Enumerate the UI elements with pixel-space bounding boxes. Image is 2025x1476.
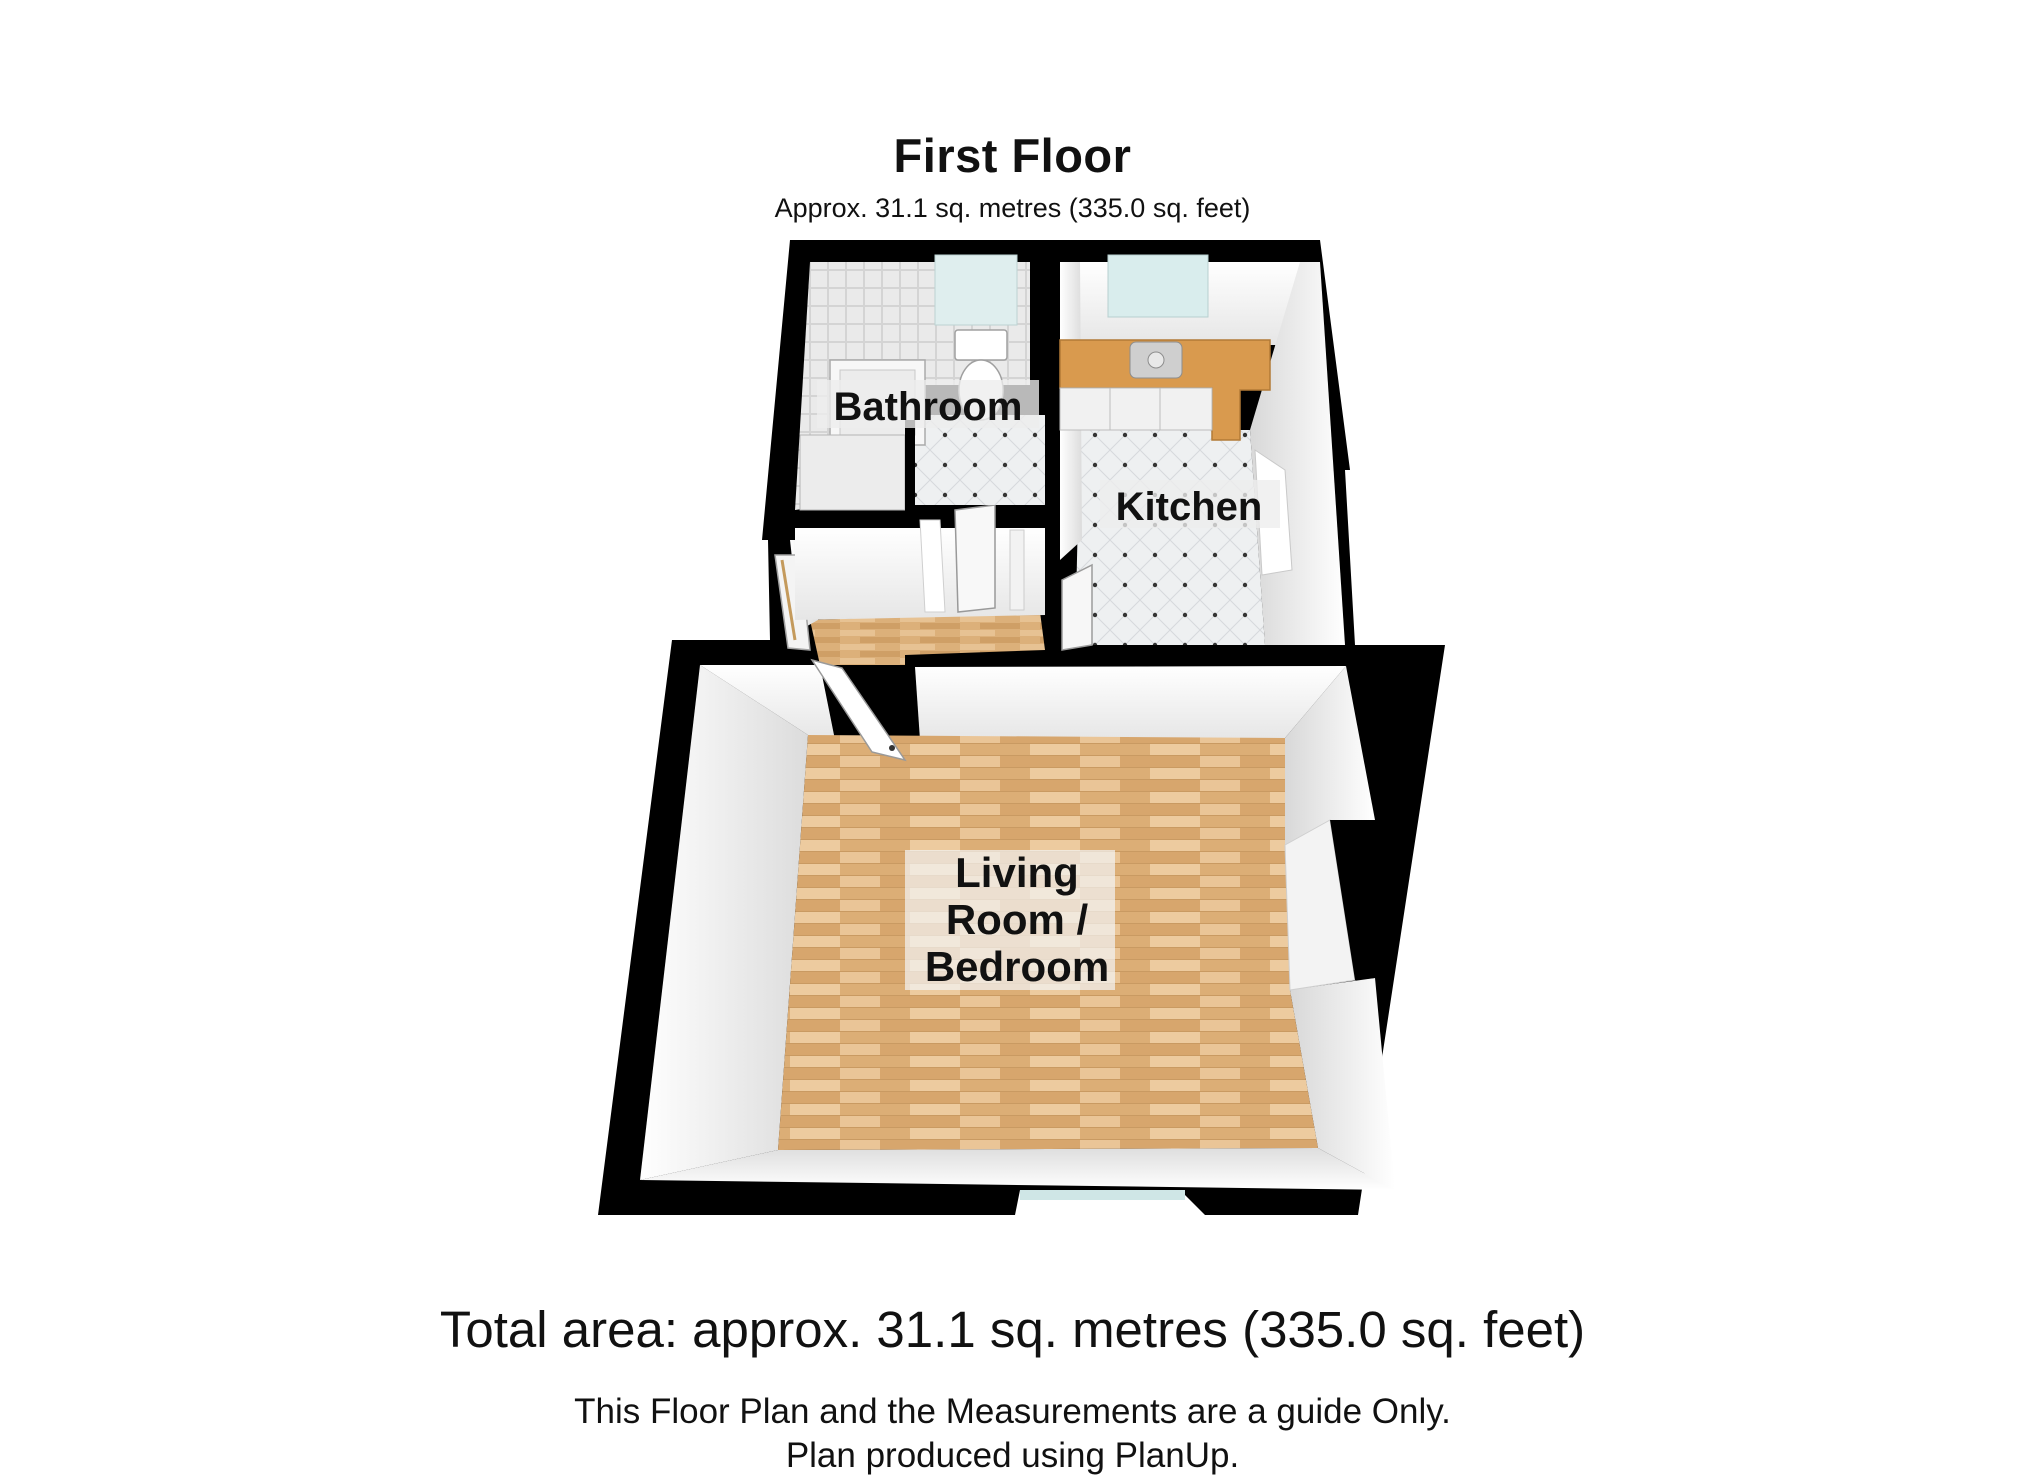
shower xyxy=(799,434,906,511)
floor-area-subtitle: Approx. 31.1 sq. metres (335.0 sq. feet) xyxy=(774,193,1251,223)
window-bottom xyxy=(1020,1190,1185,1200)
kitchen xyxy=(1059,254,1345,651)
kitchen-window xyxy=(1107,254,1209,318)
living-wall-left xyxy=(640,665,808,1180)
cupboard xyxy=(795,504,1045,620)
total-area: Total area: approx. 31.1 sq. metres (335… xyxy=(439,1301,1586,1358)
cupboard-door xyxy=(954,504,996,613)
label-kitchen: Kitchen xyxy=(1116,485,1263,529)
floor-title: First Floor xyxy=(893,129,1132,182)
kitchen-units xyxy=(1059,387,1213,431)
bathroom xyxy=(795,254,1075,515)
living-wall-bottom xyxy=(640,1148,1395,1190)
cupboard-back xyxy=(795,528,1045,620)
kitchen-floor xyxy=(1075,430,1265,645)
disclaimer-line-2: Plan produced using PlanUp. xyxy=(785,1436,1240,1475)
living-wall-right xyxy=(1285,666,1375,845)
room-labels: Bathroom Kitchen Living Room / Bedroom xyxy=(817,380,1280,990)
hall-floor xyxy=(810,612,1045,665)
label-bathroom: Bathroom xyxy=(834,385,1023,429)
label-living-line3: Bedroom xyxy=(925,943,1109,990)
label-living-line1: Living xyxy=(955,849,1079,896)
label-living-line2: Room / xyxy=(946,896,1089,943)
living-door xyxy=(810,658,907,762)
living-wall-top xyxy=(700,665,835,740)
disclaimer-line-1: This Floor Plan and the Measurements are… xyxy=(574,1392,1451,1431)
kitchen-door xyxy=(1061,563,1093,651)
living-wall-top-right xyxy=(915,666,1346,740)
chimney-front xyxy=(1330,820,1375,980)
bathroom-window xyxy=(934,254,1018,326)
bathroom-floor xyxy=(905,415,1050,505)
kitchen-sink xyxy=(1129,341,1183,379)
living-wall-right-lower xyxy=(1290,978,1395,1190)
